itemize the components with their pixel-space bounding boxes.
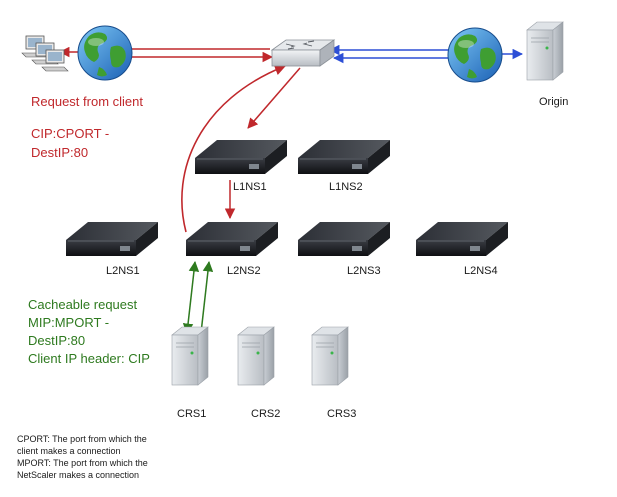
origin-label: Origin — [539, 96, 569, 108]
netscaler-appliance-icon — [297, 221, 391, 257]
server-tower-icon — [526, 21, 564, 81]
server-tower-icon — [311, 326, 349, 386]
server-tower-icon — [171, 326, 209, 386]
l2ns3-label: L2NS3 — [347, 265, 381, 277]
origin-path-lines — [328, 44, 524, 64]
cache-request-line1: MIP:MPORT - — [28, 315, 110, 330]
l1ns2-label: L1NS2 — [329, 181, 363, 193]
globe-icon — [77, 25, 133, 81]
cache-request-line2: DestIP:80 — [28, 333, 86, 348]
globe-icon — [447, 27, 503, 83]
netscaler-appliance-icon — [415, 221, 509, 257]
footnote-cport-line1: CPORT: The port from which the — [17, 434, 147, 444]
footnote-mport-line2: NetScaler makes a connection — [17, 470, 140, 480]
l2ns2-label: L2NS2 — [227, 265, 261, 277]
crs3-label: CRS3 — [327, 408, 357, 420]
l2ns4-label: L2NS4 — [464, 265, 498, 277]
client-request-line2: DestIP:80 — [31, 145, 89, 160]
footnote-mport-line1: MPORT: The port from which the — [17, 458, 148, 468]
switch-icon — [270, 39, 336, 67]
cache-request-title: Cacheable request — [28, 297, 138, 312]
netscaler-appliance-icon — [194, 139, 288, 175]
cache-path-lines — [182, 260, 214, 335]
footnote-cport-line2: client makes a connection — [17, 446, 121, 456]
l2ns1-label: L2NS1 — [106, 265, 140, 277]
client-request-line1: CIP:CPORT - — [31, 126, 110, 141]
netscaler-appliance-icon — [185, 221, 279, 257]
client-computers-icon — [21, 35, 69, 72]
server-tower-icon — [237, 326, 275, 386]
l1ns1-label: L1NS1 — [233, 181, 267, 193]
crs2-label: CRS2 — [251, 408, 281, 420]
client-request-title: Request from client — [31, 94, 143, 109]
cache-request-line3: Client IP header: CIP — [28, 351, 150, 366]
crs1-label: CRS1 — [177, 408, 207, 420]
netscaler-appliance-icon — [65, 221, 159, 257]
client-path-lines — [58, 46, 301, 233]
netscaler-appliance-icon — [297, 139, 391, 175]
